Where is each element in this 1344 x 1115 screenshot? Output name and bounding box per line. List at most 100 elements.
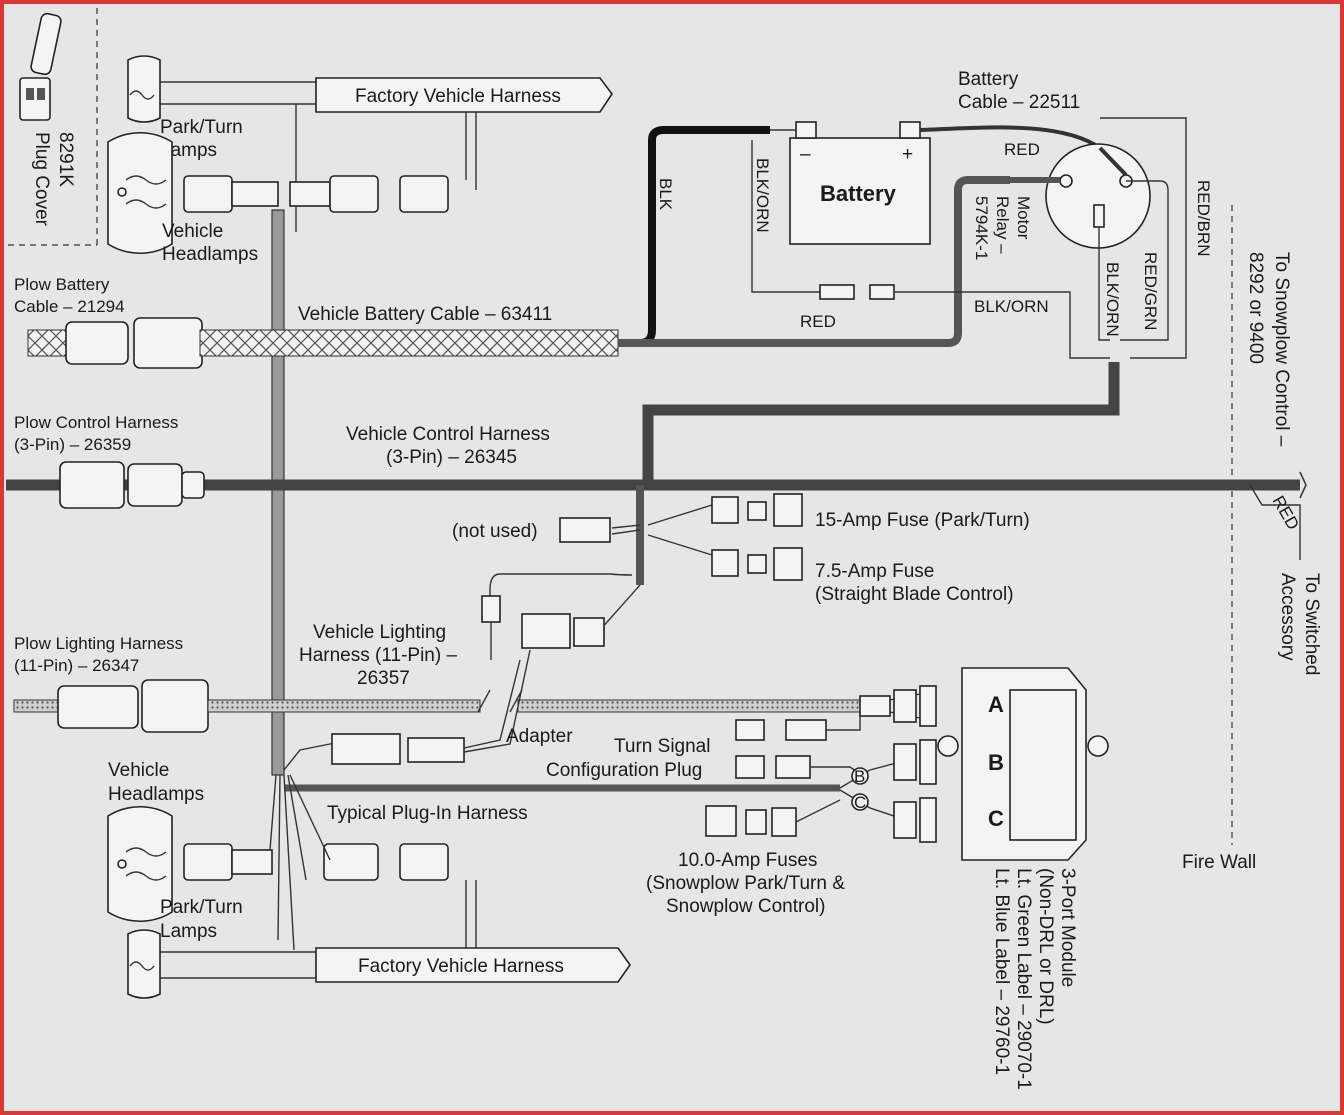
- motor-relay-label-2: Relay –: [993, 196, 1012, 254]
- plow-control-harness-label-2: (3-Pin) – 26359: [14, 435, 131, 454]
- fuse-75-label-2: (Straight Blade Control): [815, 584, 1014, 605]
- factory-harness-top-label: Factory Vehicle Harness: [355, 86, 561, 107]
- plow-control-connector-left: [59, 461, 125, 509]
- inline-connector-b: [869, 284, 895, 300]
- red-brn-label: RED/BRN: [1194, 180, 1213, 257]
- plow-control-harness-label-1: Plow Control Harness: [14, 413, 178, 432]
- fuses-10-label-2: (Snowplow Park/Turn &: [646, 873, 845, 894]
- motor-relay: [1045, 143, 1151, 249]
- battery: [789, 137, 931, 245]
- battery-minus-label: –: [800, 144, 811, 165]
- vehicle-control-harness-label-2: (3-Pin) – 26345: [386, 447, 517, 468]
- lighting-connector-a: [521, 613, 571, 649]
- plow-battery-cable-label-1: Plow Battery: [14, 275, 110, 294]
- not-used-label: (not used): [452, 521, 538, 542]
- vehicle-headlamps-bottom-label-2: Headlamps: [108, 784, 204, 805]
- red-cable: [618, 176, 1010, 347]
- small-connector: [481, 595, 501, 623]
- fuse-15-holder: [711, 496, 739, 524]
- battery-cable-label-2: Cable – 22511: [958, 92, 1080, 113]
- battery-label: Battery: [820, 181, 897, 206]
- headlamp-connector-bottom: [183, 843, 233, 881]
- fuse-15-label: 15-Amp Fuse (Park/Turn): [815, 510, 1030, 531]
- adapter-connector-right: [407, 737, 465, 763]
- vehicle-headlamps-top-label-1: Vehicle: [162, 221, 223, 242]
- vehicle-battery-cable: [199, 329, 619, 357]
- inline-connector-a: [819, 284, 855, 300]
- to-switched-accessory-label-1: To Switched: [1301, 573, 1322, 675]
- battery-cable-label-1: Battery: [958, 69, 1019, 90]
- main-trunk: [271, 209, 285, 776]
- headlamp-connector-top: [183, 175, 233, 213]
- turn-signal-plug-label-2: Configuration Plug: [546, 760, 702, 781]
- plow-control-connector-right: [127, 463, 183, 507]
- module-label-4: Lt. Blue Label – 29760-1: [991, 868, 1012, 1075]
- park-turn-top-label-2: Lamps: [160, 140, 217, 161]
- module-port-a-label: A: [988, 692, 1004, 717]
- lighting-connector-b: [573, 617, 605, 647]
- fuses-10-label-1: 10.0-Amp Fuses: [678, 850, 817, 871]
- not-used-connector: [559, 517, 611, 543]
- plow-lighting-harness-label-2: (11-Pin) – 26347: [14, 656, 139, 675]
- fuse-75-holder: [711, 549, 739, 577]
- factory-harness-bottom-label: Factory Vehicle Harness: [358, 956, 564, 977]
- port-b-connector: [919, 739, 937, 785]
- plow-lighting-connector-left: [57, 685, 139, 729]
- vehicle-headlamps-top-label-2: Headlamps: [162, 244, 258, 265]
- plow-battery-connector-left: [65, 321, 129, 365]
- battery-cable-22511: [919, 125, 1102, 150]
- blk-orn-right-label: BLK/ORN: [1103, 262, 1122, 337]
- factory-connector-top-a: [329, 175, 379, 213]
- turn-signal-plug-b: [785, 719, 827, 741]
- factory-harness-top: [315, 77, 613, 113]
- adapter-label: Adapter: [506, 726, 573, 747]
- plug-cover-icon: [19, 12, 62, 121]
- turn-signal-plug-a: [735, 719, 765, 741]
- plow-battery-connector-right: [133, 317, 203, 369]
- vehicle-control-harness-riser: [642, 362, 1120, 485]
- plug-cover-label-1: 8291K: [55, 132, 76, 187]
- fuses-10-label-3: Snowplow Control): [666, 896, 825, 917]
- plow-lighting-connector-right: [141, 679, 209, 733]
- blk-orn-bottom-label: BLK/ORN: [974, 297, 1049, 316]
- vehicle-lighting-harness-label-1: Vehicle Lighting: [313, 622, 446, 643]
- vehicle-headlamp-top: [107, 132, 173, 254]
- park-turn-lamp-top: [127, 55, 161, 123]
- motor-relay-label-1: Motor: [1014, 196, 1033, 240]
- plow-lighting-cable-right: [517, 699, 861, 713]
- park-turn-lamp-bottom: [127, 929, 161, 999]
- park-turn-top-label-1: Park/Turn: [160, 117, 243, 138]
- factory-harness-bottom: [315, 947, 631, 983]
- port-a-connector: [919, 685, 937, 727]
- factory-connector-top-b: [399, 175, 449, 213]
- to-snowplow-control-label-2: 8292 or 9400: [1245, 252, 1266, 364]
- vehicle-lighting-harness-label-2: Harness (11-Pin) –: [299, 645, 457, 666]
- module-label-2: (Non-DRL or DRL): [1035, 868, 1056, 1025]
- adapter-connector-left: [331, 733, 401, 765]
- blk-orn-left-label: BLK/ORN: [753, 158, 772, 233]
- plow-battery-cable-hatch: [27, 329, 69, 357]
- red-grn-label: RED/GRN: [1141, 252, 1160, 330]
- red-top-label: RED: [1004, 140, 1040, 159]
- vehicle-headlamp-bottom: [107, 806, 173, 922]
- vehicle-lighting-harness-label-3: 26357: [357, 668, 410, 689]
- fuse-10-holder: [705, 805, 737, 837]
- fuse-75-label-1: 7.5-Amp Fuse: [815, 561, 934, 582]
- port-c-connector: [919, 797, 937, 843]
- plow-lighting-cable: [207, 699, 481, 713]
- typical-plugin-harness-label: Typical Plug-In Harness: [327, 803, 528, 824]
- plug-cover-label-2: Plug Cover: [31, 132, 52, 227]
- vehicle-battery-cable-label: Vehicle Battery Cable – 63411: [298, 304, 552, 325]
- battery-plus-label: +: [902, 144, 913, 165]
- module-port-c-label: C: [988, 806, 1004, 831]
- plow-battery-cable-label-2: Cable – 21294: [14, 297, 125, 316]
- module-port-b-label: B: [988, 750, 1004, 775]
- motor-relay-label-3: 5794K-1: [972, 196, 991, 260]
- factory-connector-bottom-b: [399, 843, 449, 881]
- park-turn-bottom-label-2: Lamps: [160, 921, 217, 942]
- connector-b-label: B: [854, 767, 865, 786]
- vehicle-control-harness-label-1: Vehicle Control Harness: [346, 424, 550, 445]
- park-turn-bottom-label-1: Park/Turn: [160, 897, 243, 918]
